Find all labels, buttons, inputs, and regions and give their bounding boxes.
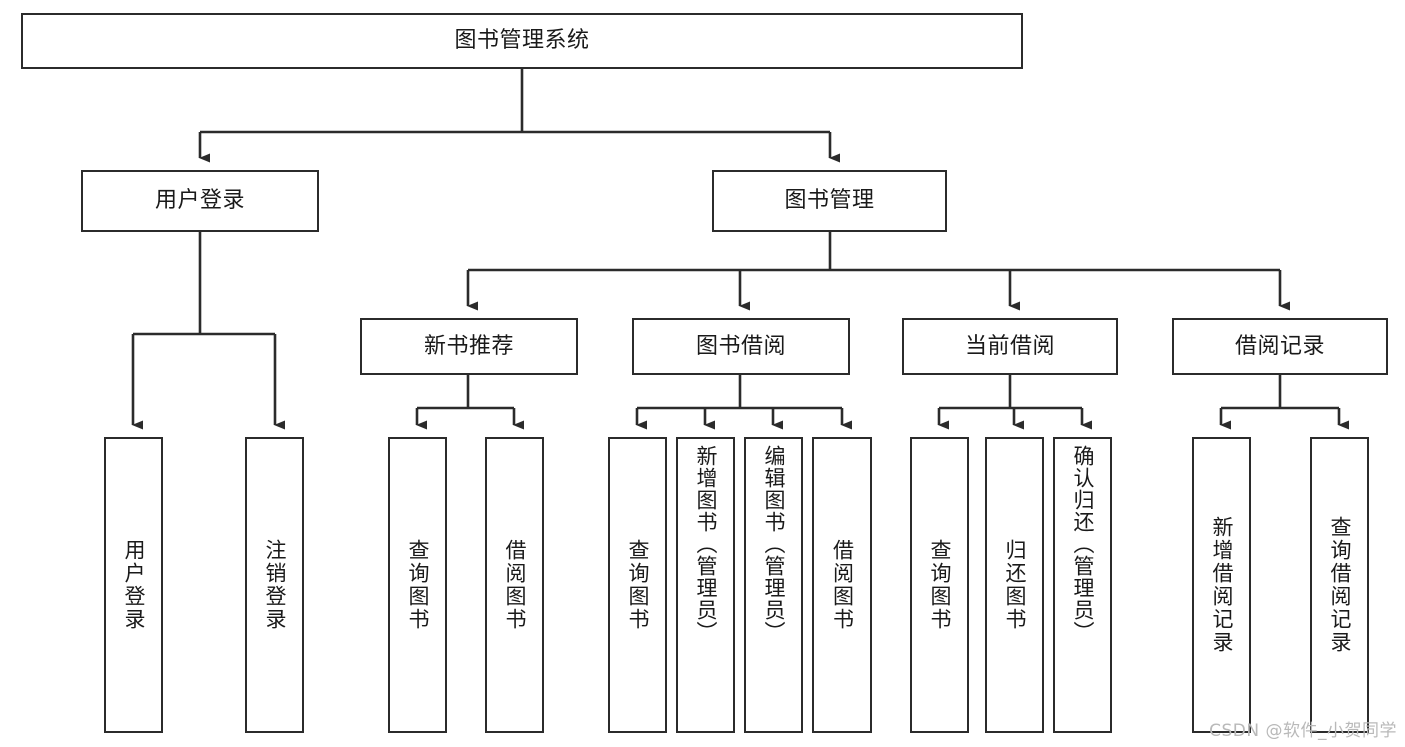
- node-label: 图书管理: [784, 188, 875, 214]
- node-leaf-borrow-book-recommend[interactable]: 借阅图书: [485, 437, 544, 733]
- node-label: 新增借阅记录: [1210, 516, 1235, 654]
- node-label: 确认归还（管理员）: [1071, 445, 1096, 643]
- node-label: 新书推荐: [423, 333, 514, 359]
- node-user-login[interactable]: 用户登录: [81, 170, 319, 232]
- node-label: 新增图书（管理员）: [694, 445, 719, 643]
- node-leaf-confirm-return-admin[interactable]: 确认归还（管理员）: [1053, 437, 1112, 733]
- node-book-management-system[interactable]: 图书管理系统: [21, 13, 1023, 69]
- node-leaf-query-borrow-record[interactable]: 查询借阅记录: [1310, 437, 1369, 733]
- node-leaf-add-borrow-record[interactable]: 新增借阅记录: [1192, 437, 1251, 733]
- node-label: 借阅记录: [1234, 333, 1325, 359]
- node-leaf-query-book-borrow[interactable]: 查询图书: [608, 437, 667, 733]
- node-leaf-add-book-admin[interactable]: 新增图书（管理员）: [676, 437, 735, 733]
- node-leaf-user-login[interactable]: 用户登录: [104, 437, 163, 733]
- node-book-management[interactable]: 图书管理: [712, 170, 947, 232]
- node-leaf-borrow-book[interactable]: 借阅图书: [812, 437, 872, 733]
- node-label: 编辑图书（管理员）: [762, 445, 787, 643]
- node-leaf-query-book-recommend[interactable]: 查询图书: [388, 437, 447, 733]
- node-label: 查询图书: [928, 539, 953, 631]
- node-current-borrow[interactable]: 当前借阅: [902, 318, 1118, 375]
- node-label: 查询图书: [626, 539, 651, 631]
- node-label: 当前借阅: [964, 333, 1055, 359]
- node-label: 借阅图书: [830, 539, 855, 631]
- node-borrow-record[interactable]: 借阅记录: [1172, 318, 1388, 375]
- node-label: 查询图书: [406, 539, 431, 631]
- node-label: 借阅图书: [503, 539, 528, 631]
- node-label: 注销登录: [263, 539, 288, 631]
- node-label: 图书借阅: [695, 333, 786, 359]
- node-label: 查询借阅记录: [1328, 516, 1353, 654]
- node-leaf-query-book-current[interactable]: 查询图书: [910, 437, 969, 733]
- node-new-book-recommend[interactable]: 新书推荐: [360, 318, 578, 375]
- node-leaf-edit-book-admin[interactable]: 编辑图书（管理员）: [744, 437, 803, 733]
- node-book-borrow[interactable]: 图书借阅: [632, 318, 850, 375]
- node-label: 归还图书: [1003, 539, 1028, 631]
- node-leaf-user-logout[interactable]: 注销登录: [245, 437, 304, 733]
- node-label: 用户登录: [122, 539, 147, 631]
- node-label: 用户登录: [154, 188, 245, 214]
- csdn-watermark: CSDN @软件_小贺同学: [1209, 721, 1397, 741]
- node-label: 图书管理系统: [454, 28, 590, 54]
- node-leaf-return-book[interactable]: 归还图书: [985, 437, 1044, 733]
